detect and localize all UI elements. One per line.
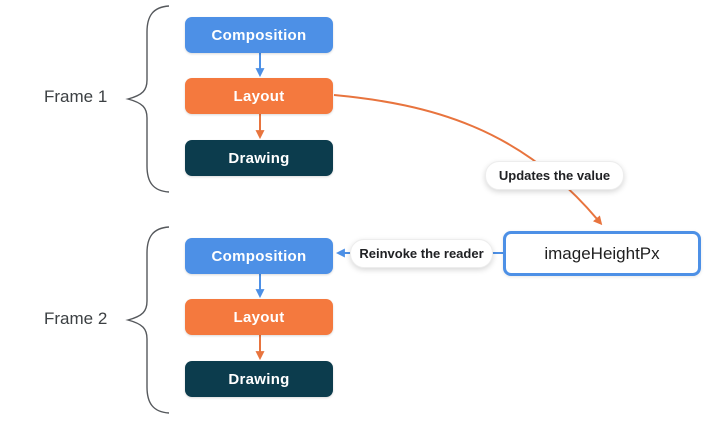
frame2-composition-box: Composition xyxy=(185,238,333,274)
reinvoke-the-reader-callout: Reinvoke the reader xyxy=(350,239,493,268)
frame2-drawing-box: Drawing xyxy=(185,361,333,397)
frame2-composition-label: Composition xyxy=(211,247,307,265)
frame1-layout-box: Layout xyxy=(185,78,333,114)
frame2-label: Frame 2 xyxy=(44,309,108,328)
frame1-drawing-box: Drawing xyxy=(185,140,333,176)
frame1-layout-label: Layout xyxy=(233,87,285,105)
updates-the-value-label: Updates the value xyxy=(498,168,611,183)
frame2-brace xyxy=(125,226,170,414)
reinvoke-the-reader-label: Reinvoke the reader xyxy=(359,246,484,261)
updates-the-value-callout: Updates the value xyxy=(485,161,624,190)
frame1-label: Frame 1 xyxy=(44,87,108,106)
frame1-composition-box: Composition xyxy=(185,17,333,53)
frame2-drawing-label: Drawing xyxy=(228,370,290,388)
image-height-px-label: imageHeightPx xyxy=(544,243,660,263)
frame1-composition-label: Composition xyxy=(211,26,307,44)
frame1-drawing-label: Drawing xyxy=(228,149,290,167)
frame2-layout-box: Layout xyxy=(185,299,333,335)
frame1-brace xyxy=(125,5,170,193)
image-height-px-state-box: imageHeightPx xyxy=(503,231,701,276)
frame2-layout-label: Layout xyxy=(233,308,285,326)
layout-updates-value-curve-arrow xyxy=(333,94,603,226)
